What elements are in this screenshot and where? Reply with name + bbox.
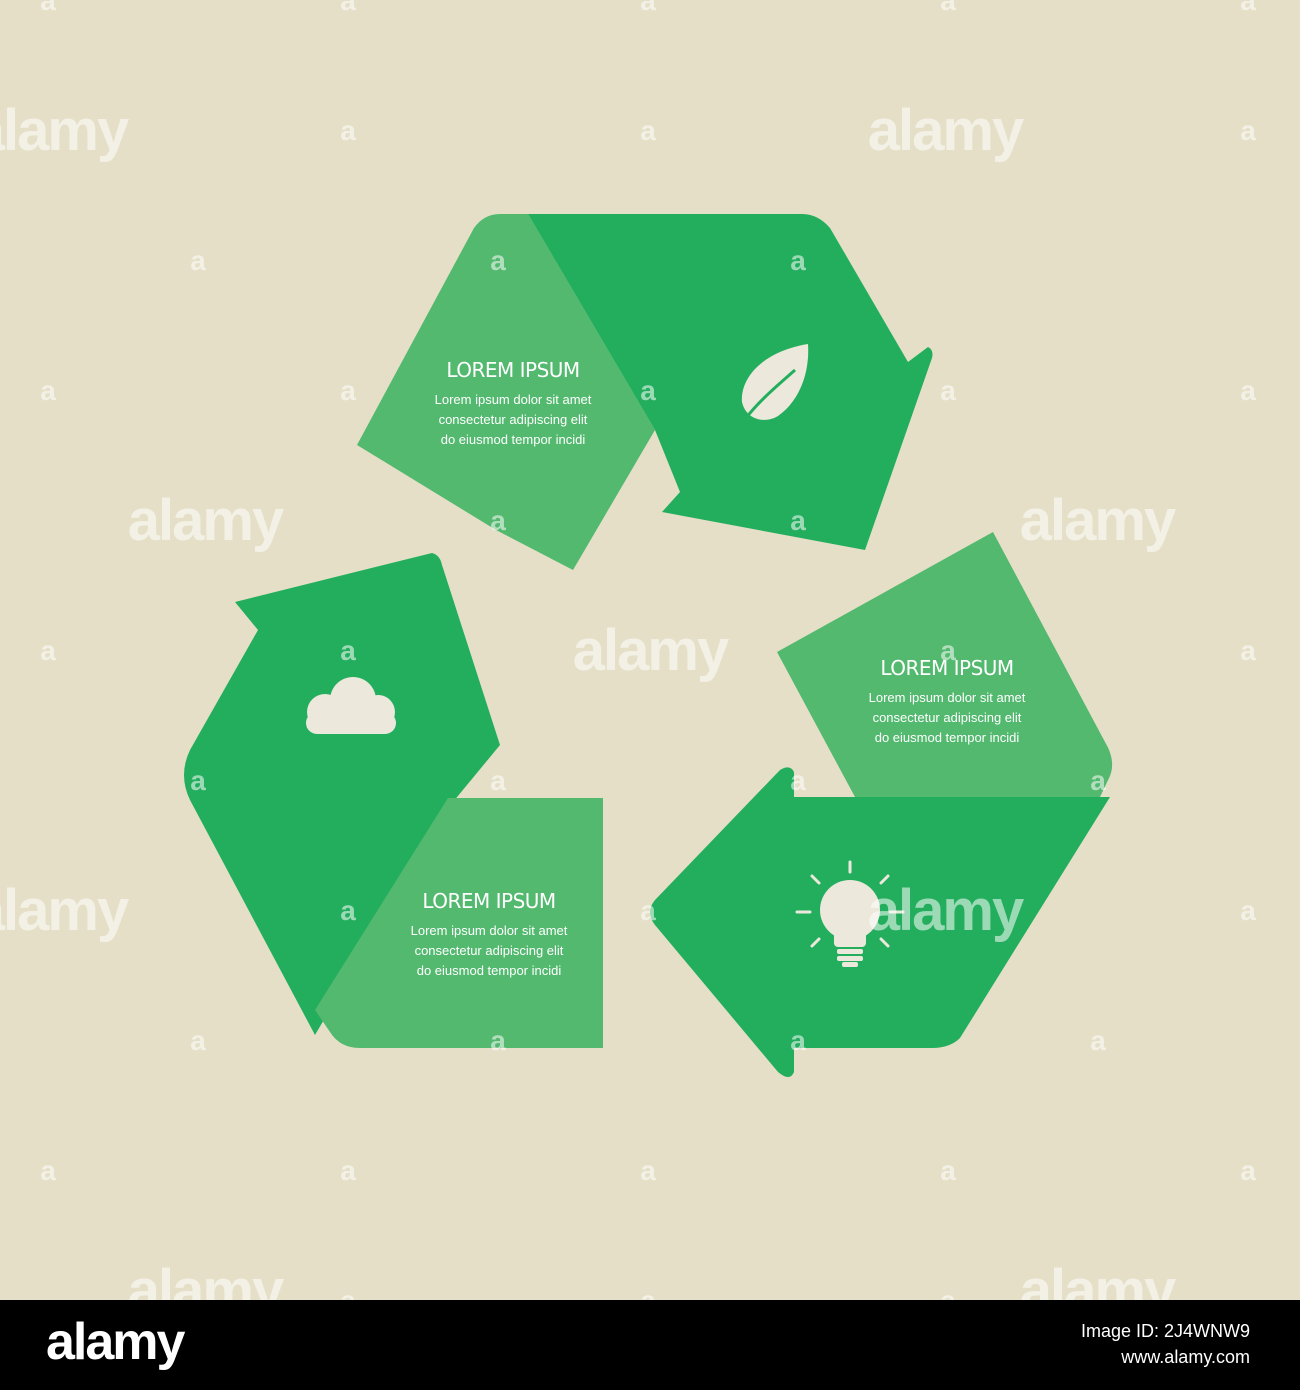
arrow-left — [184, 553, 603, 1048]
leaf-icon — [741, 344, 809, 420]
watermark-word: alamy — [0, 98, 129, 163]
watermark-word: alamy — [1020, 488, 1176, 553]
watermark-letter: a — [640, 1155, 656, 1186]
watermark-letter: a — [940, 635, 956, 666]
watermark-letter: a — [940, 1285, 956, 1300]
footer-bar: alamy Image ID: 2J4WNW9 www.alamy.com — [0, 1300, 1300, 1390]
panel-line: consectetur adipiscing elit — [438, 412, 588, 427]
text-panel-top: LOREM IPSUM Lorem ipsum dolor sit amet c… — [418, 358, 608, 450]
watermark-letter: a — [190, 245, 206, 276]
watermark-letter: a — [40, 375, 56, 406]
watermark-letter: a — [1240, 115, 1256, 146]
arrow-top-dark — [528, 214, 933, 550]
watermark-letter: a — [940, 0, 956, 16]
watermark-word: alamy — [128, 1258, 284, 1300]
watermark-word: alamy — [573, 618, 729, 683]
watermark-letter: a — [790, 505, 806, 536]
arrow-left-dark — [184, 553, 500, 1035]
text-panel-right: LOREM IPSUM Lorem ipsum dolor sit amet c… — [852, 656, 1042, 748]
watermark-letter: a — [790, 245, 806, 276]
watermark-letter: a — [1240, 0, 1256, 16]
watermark-letter: a — [940, 1155, 956, 1186]
watermark-letter: a — [340, 635, 356, 666]
watermark-letter: a — [1090, 765, 1106, 796]
watermark-letter: a — [340, 115, 356, 146]
panel-line: Lorem ipsum dolor sit amet — [434, 392, 592, 407]
watermark-letter: a — [1240, 895, 1256, 926]
watermark-letter: a — [40, 1155, 56, 1186]
watermark-letter: a — [640, 115, 656, 146]
site-url: www.alamy.com — [1121, 1347, 1250, 1367]
arrow-right — [650, 532, 1113, 1077]
watermark-letter: a — [1240, 375, 1256, 406]
watermark-letter: a — [190, 765, 206, 796]
watermark-letter: a — [490, 505, 506, 536]
watermark-letter: a — [340, 895, 356, 926]
watermark-word: alamy — [868, 878, 1024, 943]
cloud-icon — [306, 677, 396, 734]
watermark-letter: a — [640, 0, 656, 16]
recycle-infographic: alamy alamy alamy alamy alamy alamy alamy alamy… — [0, 0, 1256, 1300]
watermark-word: alamy — [128, 488, 284, 553]
arrow-left-light — [315, 798, 603, 1048]
image-info: Image ID: 2J4WNW9 www.alamy.com — [1081, 1318, 1250, 1370]
watermark-letter: a — [640, 375, 656, 406]
watermark-word: alamy — [868, 98, 1024, 163]
watermark-letter: a — [40, 635, 56, 666]
arrow-top — [357, 214, 933, 570]
watermark-letter: a — [490, 765, 506, 796]
arrow-right-dark — [650, 767, 1110, 1077]
watermark-layer: alamy alamy alamy alamy alamy alamy alamy alamy… — [0, 0, 1256, 1300]
panel-line: consectetur adipiscing elit — [872, 710, 1022, 725]
watermark-letter: a — [40, 0, 56, 16]
watermark-letter: a — [340, 1155, 356, 1186]
panel-line: consectetur adipiscing elit — [414, 943, 564, 958]
panel-line: do eiusmod tempor incidi — [874, 730, 1020, 745]
watermark-letter: a — [340, 375, 356, 406]
image-id: Image ID: 2J4WNW9 — [1080, 1321, 1250, 1341]
panel-title: LOREM IPSUM — [422, 889, 556, 913]
lightbulb-icon — [795, 860, 905, 967]
panel-line: Lorem ipsum dolor sit amet — [410, 923, 568, 938]
watermark-letter: a — [790, 765, 806, 796]
watermark-letter: a — [790, 1025, 806, 1056]
arrow-top-light — [357, 214, 655, 570]
watermark-letter: a — [490, 1025, 506, 1056]
panel-line: Lorem ipsum dolor sit amet — [868, 690, 1026, 705]
watermark-letter: a — [1240, 635, 1256, 666]
panel-line: do eiusmod tempor incidi — [416, 963, 562, 978]
watermark-word: alamy — [1020, 1258, 1176, 1300]
watermark-letter: a — [940, 375, 956, 406]
watermark-letter: a — [490, 245, 506, 276]
watermark-letter: a — [640, 895, 656, 926]
watermark-letter: a — [1090, 1025, 1106, 1056]
text-panel-left: LOREM IPSUM Lorem ipsum dolor sit amet c… — [394, 889, 584, 981]
watermark-letter: a — [640, 1285, 656, 1300]
watermark-letter: a — [1240, 1155, 1256, 1186]
panel-title: LOREM IPSUM — [446, 358, 580, 382]
panel-line: do eiusmod tempor incidi — [440, 432, 586, 447]
watermark-letter: a — [340, 1285, 356, 1300]
watermark-letter: a — [190, 1025, 206, 1056]
alamy-logo: alamy — [46, 1313, 185, 1371]
watermark-word: alamy — [0, 878, 129, 943]
arrow-right-light — [777, 532, 1113, 797]
panel-title: LOREM IPSUM — [880, 656, 1014, 680]
watermark-letter: a — [340, 0, 356, 16]
